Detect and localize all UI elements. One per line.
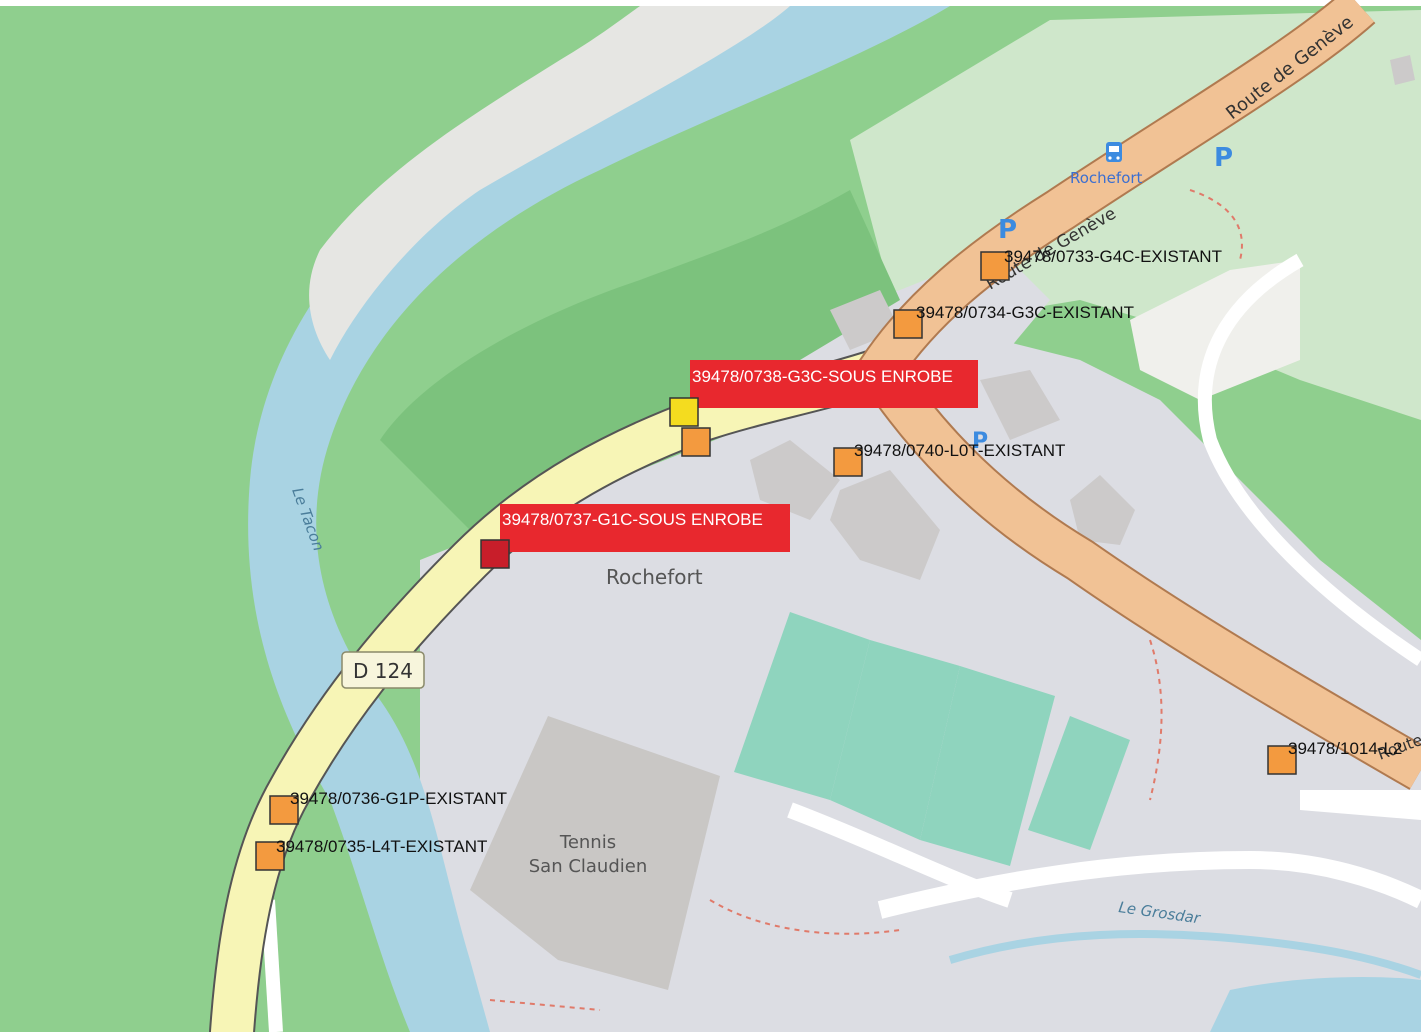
marker-0740[interactable] bbox=[833, 447, 863, 477]
place-label-rochefort-stop: Rochefort bbox=[1070, 169, 1143, 187]
sports-pitches bbox=[734, 612, 1130, 866]
sand-bank bbox=[309, 6, 790, 360]
marker-label-0737: 39478/0737-G1C-SOUS ENROBE bbox=[502, 510, 763, 529]
marker-0737[interactable] bbox=[480, 539, 510, 569]
stream-water bbox=[948, 930, 1421, 979]
forest-dark-area bbox=[380, 190, 900, 530]
marker-1014[interactable] bbox=[1267, 745, 1297, 775]
service-road-3 bbox=[1197, 253, 1421, 666]
marker-0738[interactable] bbox=[681, 427, 711, 457]
water-bottom bbox=[1210, 977, 1421, 1032]
marker-0734[interactable] bbox=[893, 309, 923, 339]
marker-label-box-0738 bbox=[690, 360, 978, 408]
marker-label-0734: 39478/0734-G3C-EXISTANT bbox=[916, 303, 1134, 322]
marker-label-0740: 39478/0740-L0T-EXISTANT bbox=[854, 441, 1065, 460]
marker-label-0735: 39478/0735-L4T-EXISTANT bbox=[276, 837, 487, 856]
bus-stop-icon[interactable] bbox=[1106, 142, 1122, 162]
minor-road-left bbox=[261, 899, 283, 1032]
marker-0736[interactable] bbox=[269, 795, 299, 825]
road-right-strip bbox=[1300, 790, 1421, 820]
marker-label-box-0737 bbox=[500, 504, 790, 552]
marker-label-0738: 39478/0738-G3C-SOUS ENROBE bbox=[692, 367, 953, 386]
footpaths bbox=[489, 189, 1243, 1011]
place-label-rochefort: Rochefort bbox=[606, 565, 703, 589]
road-badge-d124: D 124 bbox=[341, 651, 425, 689]
marker-0733[interactable] bbox=[980, 251, 1010, 281]
road-badge-text: D 124 bbox=[353, 659, 413, 683]
marker-label-1014: 39478/1014-L2 bbox=[1288, 739, 1402, 758]
marker-label-0733: 39478/0733-G4C-EXISTANT bbox=[1004, 247, 1222, 266]
parking-icon-2[interactable]: P bbox=[998, 215, 1017, 245]
place-label-tennis-1: Tennis bbox=[559, 832, 616, 853]
parking-icon-1[interactable]: P bbox=[1214, 143, 1233, 173]
marker-0738-yellow[interactable] bbox=[669, 397, 699, 427]
buildings bbox=[750, 55, 1415, 580]
river-water bbox=[248, 6, 951, 1032]
place-label-tennis-2: San Claudien bbox=[529, 856, 648, 877]
marker-0735[interactable] bbox=[255, 841, 285, 871]
map-frame-top bbox=[0, 0, 1421, 6]
parking-icon-3[interactable]: P bbox=[972, 429, 988, 454]
marker-label-0736: 39478/0736-G1P-EXISTANT bbox=[290, 789, 507, 808]
tennis-building bbox=[470, 716, 720, 990]
service-road-2 bbox=[877, 850, 1421, 919]
